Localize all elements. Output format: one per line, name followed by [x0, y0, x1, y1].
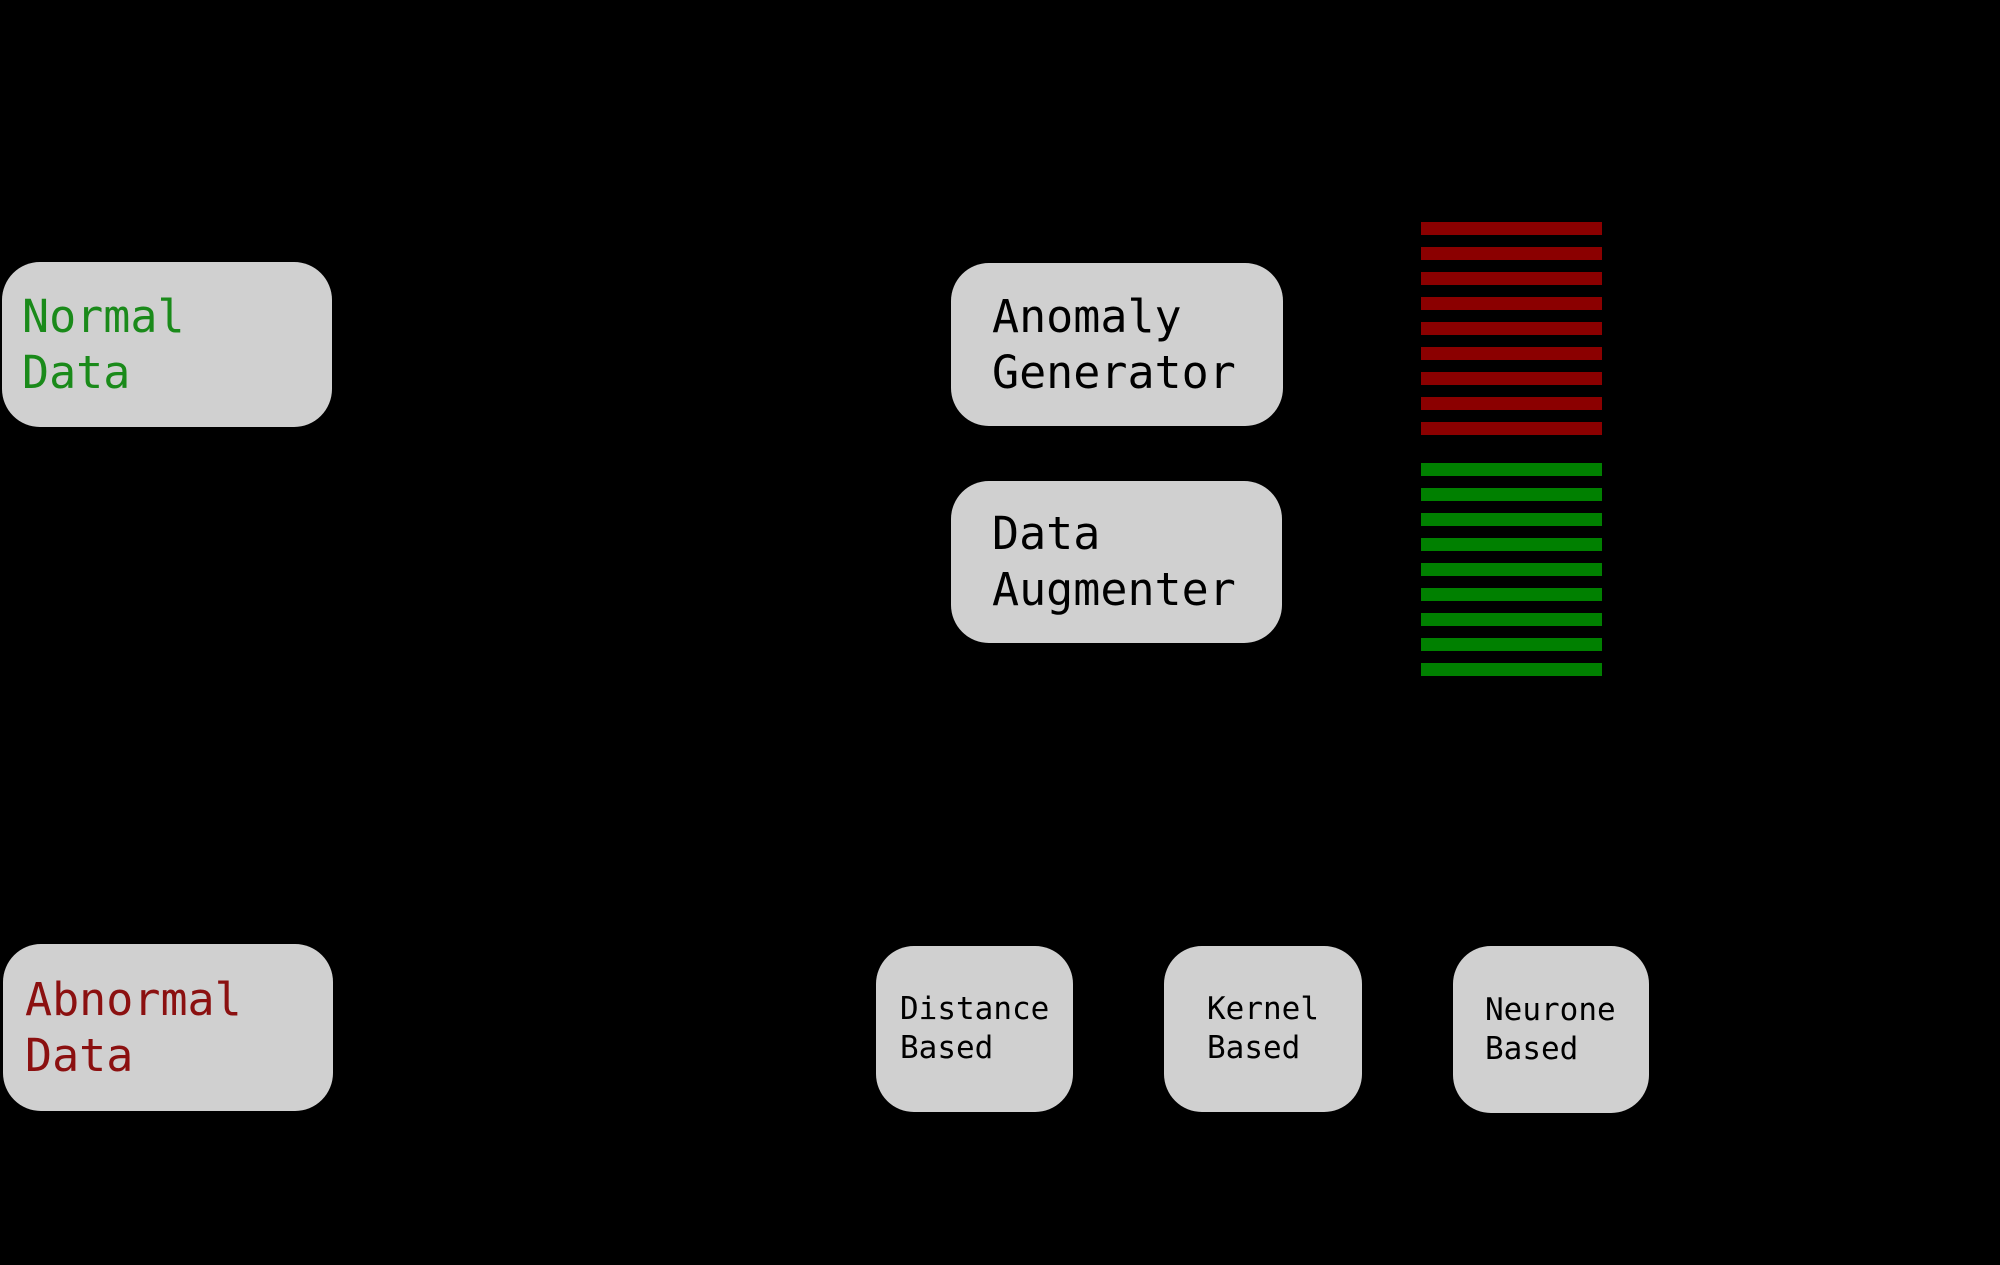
abnormal-data-box: Abnormal Data	[3, 944, 333, 1111]
red-stripe	[1421, 347, 1602, 360]
neurone-based-box: Neurone Based	[1453, 946, 1649, 1113]
normal-data-label: Normal Data	[22, 289, 185, 399]
red-stripe	[1421, 322, 1602, 335]
kernel-based-label: Kernel Based	[1207, 991, 1319, 1066]
data-augmenter-box: Data Augmenter	[951, 481, 1282, 643]
red-stripe	[1421, 297, 1602, 310]
abnormal-data-label: Abnormal Data	[25, 972, 242, 1082]
green-stripe	[1421, 638, 1602, 651]
anomaly-generator-box: Anomaly Generator	[951, 263, 1283, 426]
red-stripe	[1421, 397, 1602, 410]
data-augmenter-label: Data Augmenter	[992, 507, 1236, 616]
green-stripe	[1421, 588, 1602, 601]
red-stripe	[1421, 272, 1602, 285]
green-stripe	[1421, 663, 1602, 676]
green-stripe	[1421, 488, 1602, 501]
distance-based-box: Distance Based	[876, 946, 1073, 1112]
kernel-based-box: Kernel Based	[1164, 946, 1362, 1112]
green-stripe	[1421, 563, 1602, 576]
distance-based-label: Distance Based	[900, 991, 1050, 1066]
normal-data-stripes-stack	[1421, 463, 1602, 676]
red-stripe	[1421, 247, 1602, 260]
normal-data-box: Normal Data	[2, 262, 332, 427]
green-stripe	[1421, 463, 1602, 476]
green-stripe	[1421, 513, 1602, 526]
red-stripe	[1421, 372, 1602, 385]
abnormal-data-stripes-stack	[1421, 222, 1602, 435]
green-stripe	[1421, 613, 1602, 626]
red-stripe	[1421, 222, 1602, 235]
neurone-based-label: Neurone Based	[1485, 991, 1616, 1067]
anomaly-generator-label: Anomaly Generator	[992, 289, 1236, 399]
green-stripe	[1421, 538, 1602, 551]
red-stripe	[1421, 422, 1602, 435]
